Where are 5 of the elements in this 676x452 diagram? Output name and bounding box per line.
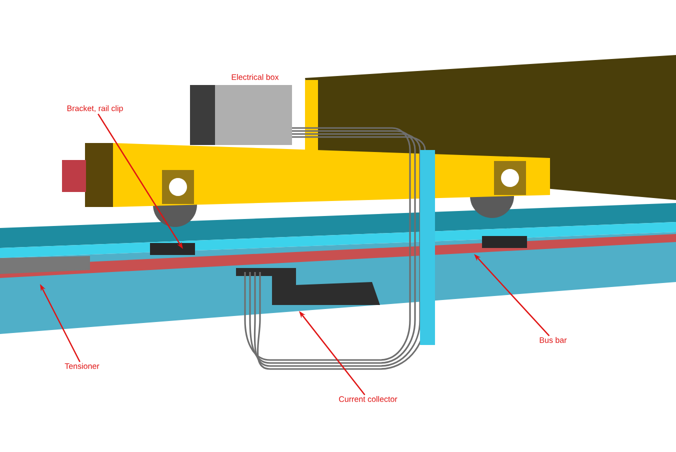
- callout-label: Current collector: [339, 396, 398, 402]
- callout-label: Bus bar: [540, 337, 567, 343]
- callout-label: Tensioner: [64, 363, 100, 369]
- callout-label: Bracket, rail clip: [67, 105, 123, 113]
- part-label: Electrical box: [232, 74, 279, 80]
